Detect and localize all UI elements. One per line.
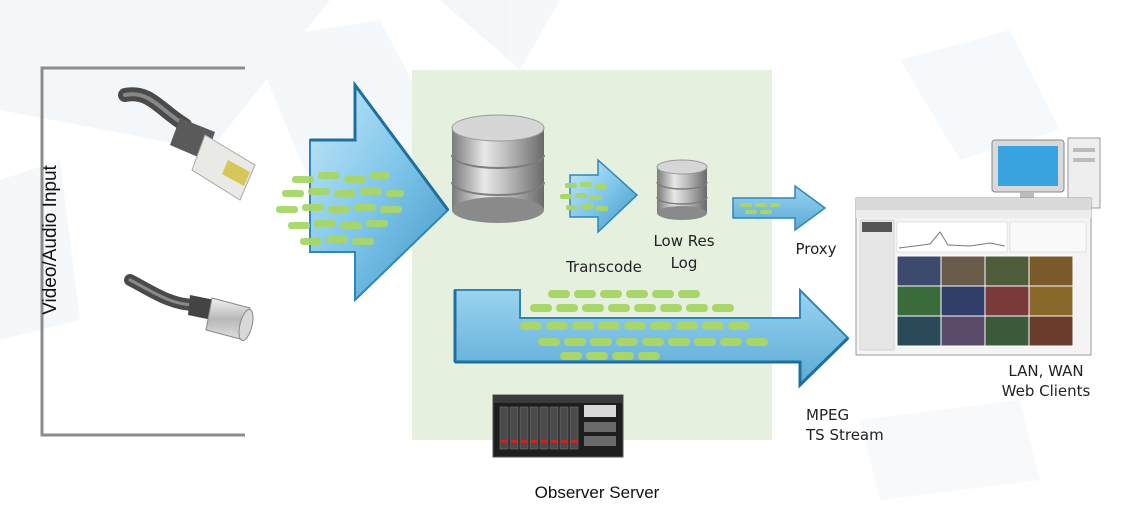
clients-label-line2: Web Clients [1002, 382, 1091, 400]
database-icon-small [656, 159, 708, 220]
server-rack-icon [492, 394, 624, 458]
mpeg-packets [520, 290, 768, 360]
proxy-arrow [732, 184, 827, 232]
mpeg-label-line1: MPEG [806, 406, 849, 424]
ethernet-cable-icon [118, 87, 256, 201]
browser-screenshot [855, 197, 1092, 356]
bnc-cable-icon [124, 274, 254, 342]
server-label: Observer Server [535, 483, 660, 502]
database-icon [451, 114, 545, 223]
clients-label-line1: LAN, WAN [1008, 362, 1083, 380]
low-res-label-line1: Low Res [653, 232, 714, 250]
mpeg-label-line2: TS Stream [805, 426, 884, 444]
input-bracket [40, 66, 245, 437]
low-res-label-line2: Log [671, 254, 698, 272]
input-label: Video/Audio Input [40, 164, 61, 314]
transcode-label: Transcode [565, 258, 642, 276]
proxy-label: Proxy [795, 240, 836, 258]
input-packets [276, 172, 404, 245]
mpeg-stream-arrow [453, 287, 850, 389]
transcode-arrow [560, 158, 639, 234]
